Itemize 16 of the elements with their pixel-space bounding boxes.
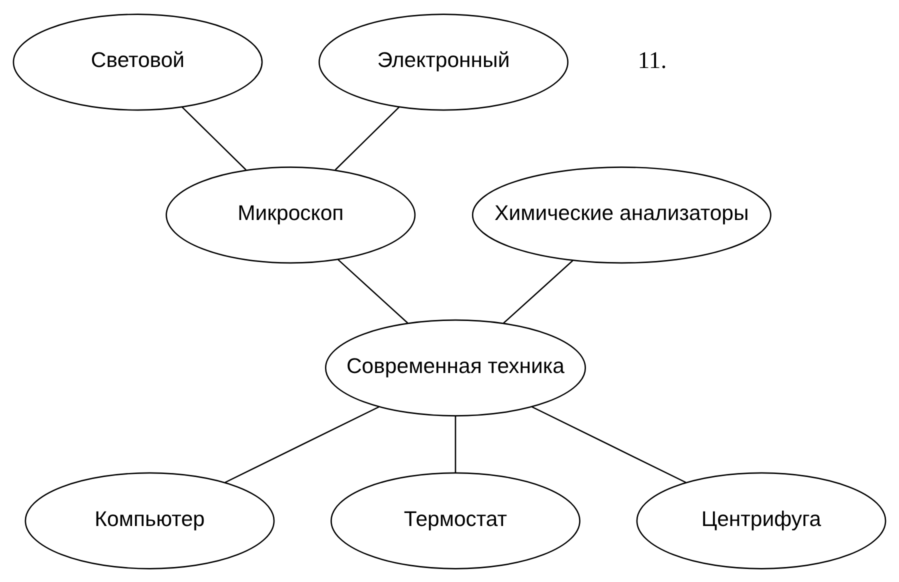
connector — [334, 106, 400, 170]
node-ellipse: Микроскоп — [166, 166, 416, 264]
node-ellipse: Электронный — [318, 13, 568, 110]
connector — [454, 415, 456, 472]
node-ellipse: Компьютер — [24, 472, 275, 569]
connector — [337, 258, 408, 324]
node-ellipse: Современная техника — [324, 318, 586, 416]
connector — [503, 260, 574, 324]
connector — [532, 406, 686, 483]
connector — [182, 106, 246, 170]
node-ellipse: Химические анализаторы — [472, 166, 772, 264]
node-ellipse: Термостат — [330, 472, 580, 569]
connector — [224, 406, 380, 483]
node-ellipse: Световой — [12, 13, 263, 110]
label: 11. — [638, 48, 667, 74]
node-ellipse: Центрифуга — [636, 472, 886, 569]
